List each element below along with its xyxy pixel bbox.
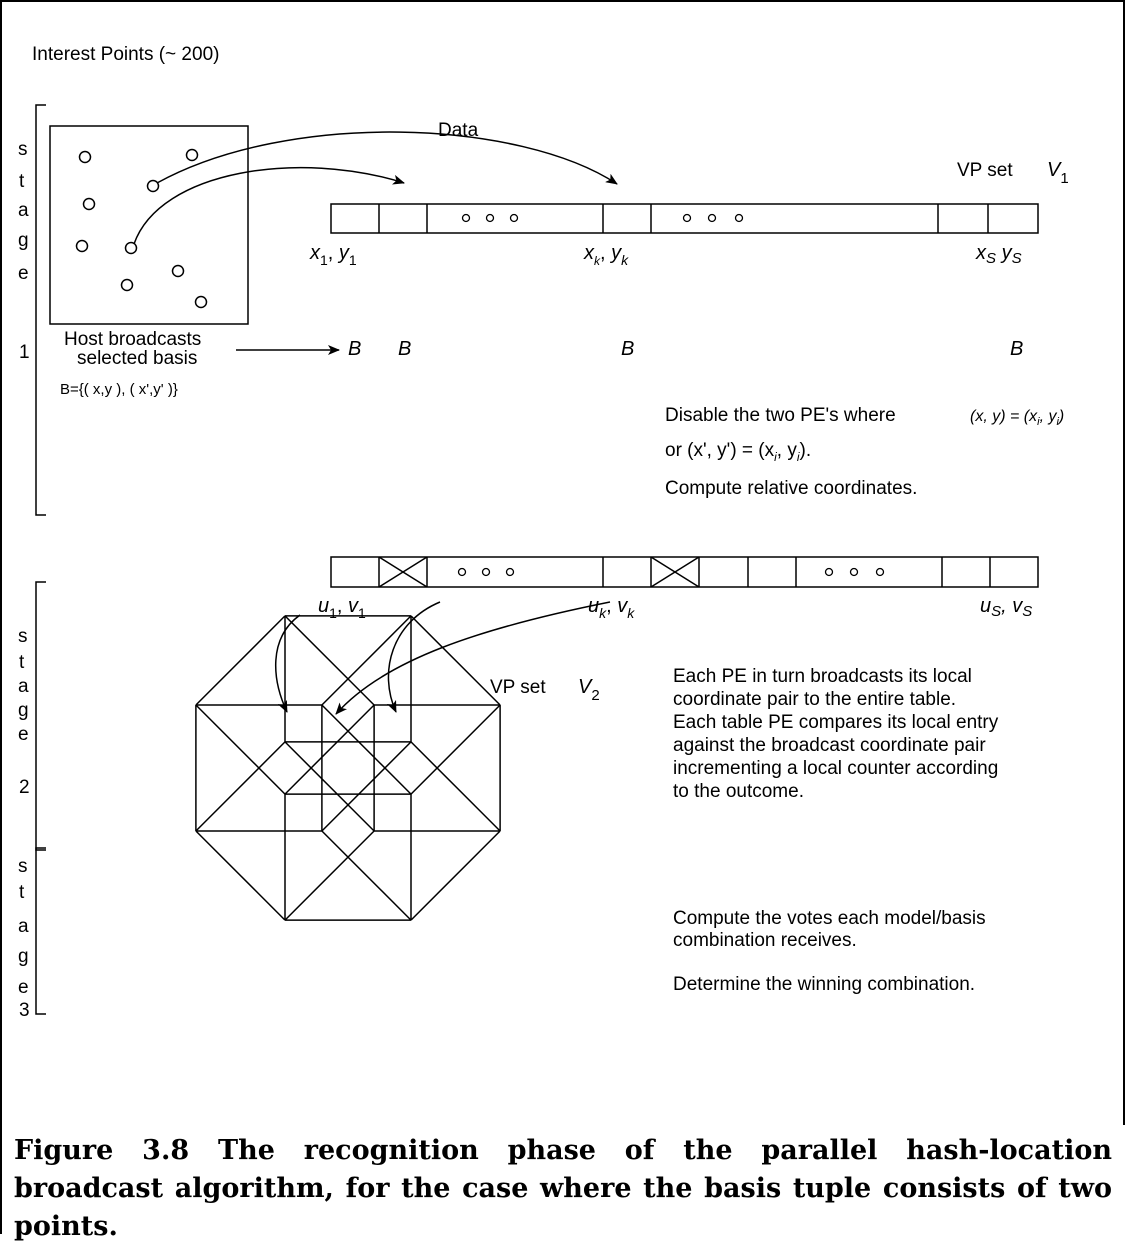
- vp-set-v2-label: VP set: [490, 677, 546, 698]
- interest-point: [185, 148, 199, 162]
- stage2-description: Each PE in turn broadcasts its local coo…: [673, 666, 999, 802]
- interest-points-box: [49, 125, 249, 325]
- svg-text:a: a: [18, 676, 29, 697]
- figure-caption: Figure 3.8 The recognition phase of the …: [14, 1135, 1112, 1242]
- disable-condition: (x, y) = (xi, yi): [970, 408, 1064, 428]
- basis-definition: B={( x,y ), ( x',y' )}: [60, 381, 178, 398]
- hypercube-network: [195, 615, 501, 921]
- hypercube-edge: [410, 704, 501, 795]
- svg-text:Each table PE compares its loc: Each table PE compares its local entry: [673, 712, 999, 733]
- interest-points: [75, 148, 208, 309]
- stage2-label: s t a g e 2: [18, 626, 30, 798]
- svg-text:Compute the votes each model/b: Compute the votes each model/basis: [673, 908, 986, 929]
- hypercube-edge: [410, 615, 501, 706]
- coord-label-mid: xk, yk: [583, 242, 629, 268]
- hypercube-edge: [321, 741, 412, 832]
- disable-text-line1: Disable the two PE's where: [665, 405, 896, 426]
- interest-point: [146, 179, 160, 193]
- svg-text:g: g: [18, 946, 29, 967]
- svg-text:s: s: [18, 626, 28, 647]
- svg-text:to the outcome.: to the outcome.: [673, 781, 804, 802]
- svg-text:2: 2: [19, 777, 30, 798]
- coord-label-last: xS yS: [975, 242, 1022, 267]
- disable-text-line2: or (x', y') = (xi, yi).: [665, 440, 811, 464]
- hypercube-edge: [284, 615, 375, 706]
- svg-text:e: e: [18, 724, 29, 745]
- hypercube-edge: [321, 830, 412, 921]
- svg-text:a: a: [18, 916, 29, 937]
- stage3-description: Compute the votes each model/basis combi…: [673, 908, 986, 995]
- hypercube-edge: [284, 704, 375, 795]
- svg-text:1: 1: [19, 342, 30, 363]
- svg-text:t: t: [19, 171, 25, 192]
- vp-set-v1-symbol: V1: [1047, 159, 1069, 187]
- hypercube-edge: [410, 741, 501, 832]
- svg-text:coordinate pair to the entire: coordinate pair to the entire table.: [673, 689, 956, 710]
- svg-text:e: e: [18, 977, 29, 998]
- hypercube-edge: [195, 615, 286, 706]
- basis-broadcast-labels: B B B B: [348, 338, 1023, 360]
- svg-text:a: a: [18, 200, 29, 221]
- hypercube-edge: [284, 830, 375, 921]
- svg-text:combination receives.: combination receives.: [673, 930, 857, 951]
- hypercube-edge: [195, 830, 286, 921]
- interest-point: [120, 278, 134, 292]
- stage1-label: s t a g e 1: [18, 139, 30, 363]
- svg-text:B: B: [1010, 338, 1023, 360]
- svg-text:t: t: [19, 652, 25, 673]
- hypercube-edge: [321, 704, 412, 795]
- interest-point: [82, 197, 96, 211]
- ellipsis-dots: [461, 213, 744, 223]
- svg-text:B: B: [398, 338, 411, 360]
- vp-set-v2-symbol: V2: [578, 676, 600, 704]
- hypercube-edge: [321, 615, 412, 706]
- hypercube-edge: [195, 741, 286, 832]
- interest-points-label: Interest Points (~ 200): [32, 44, 219, 65]
- interest-point: [171, 264, 185, 278]
- svg-text:Each PE in turn broadcasts its: Each PE in turn broadcasts its local: [673, 666, 972, 687]
- interest-point: [78, 150, 92, 164]
- svg-text:s: s: [18, 856, 28, 877]
- svg-text:against the broadcast coordina: against the broadcast coordinate pair: [673, 735, 986, 756]
- svg-text:Determine the winning combinat: Determine the winning combination.: [673, 974, 975, 995]
- svg-text:s: s: [18, 139, 28, 160]
- svg-text:g: g: [18, 230, 29, 251]
- coord-label-uk: uk, vk: [588, 595, 635, 621]
- hypercube-edge: [195, 704, 286, 795]
- svg-text:3: 3: [19, 1000, 30, 1021]
- data-label: Data: [438, 120, 479, 141]
- svg-text:e: e: [18, 263, 29, 284]
- data-arrows: [133, 131, 618, 245]
- coord-label-us: uS, vS: [980, 595, 1032, 620]
- stage3-label: s t a g e 3: [18, 856, 30, 1021]
- hypercube-edge: [284, 741, 375, 832]
- compute-relative-text: Compute relative coordinates.: [665, 478, 917, 499]
- coord-label-first: x1, y1: [309, 242, 357, 268]
- host-broadcast-line1: Host broadcasts: [64, 329, 201, 350]
- svg-text:incrementing a local counter a: incrementing a local counter according: [673, 758, 998, 779]
- interest-point: [124, 241, 138, 255]
- ellipsis-dots-v2: [457, 567, 885, 577]
- vp-array-v1: [330, 203, 1039, 234]
- svg-text:g: g: [18, 700, 29, 721]
- broadcast-arrows: [274, 601, 611, 715]
- svg-text:B: B: [621, 338, 634, 360]
- svg-text:B: B: [348, 338, 361, 360]
- stage-brackets: [35, 104, 46, 1015]
- interest-point: [75, 239, 89, 253]
- vp-array-v2: [330, 556, 1039, 588]
- host-broadcast-line2: selected basis: [77, 348, 197, 369]
- hypercube-edge: [410, 830, 501, 921]
- svg-text:t: t: [19, 882, 25, 903]
- coord-label-u1: u1, v1: [318, 595, 366, 621]
- vp-set-v1-label: VP set: [957, 160, 1013, 181]
- interest-point: [194, 295, 208, 309]
